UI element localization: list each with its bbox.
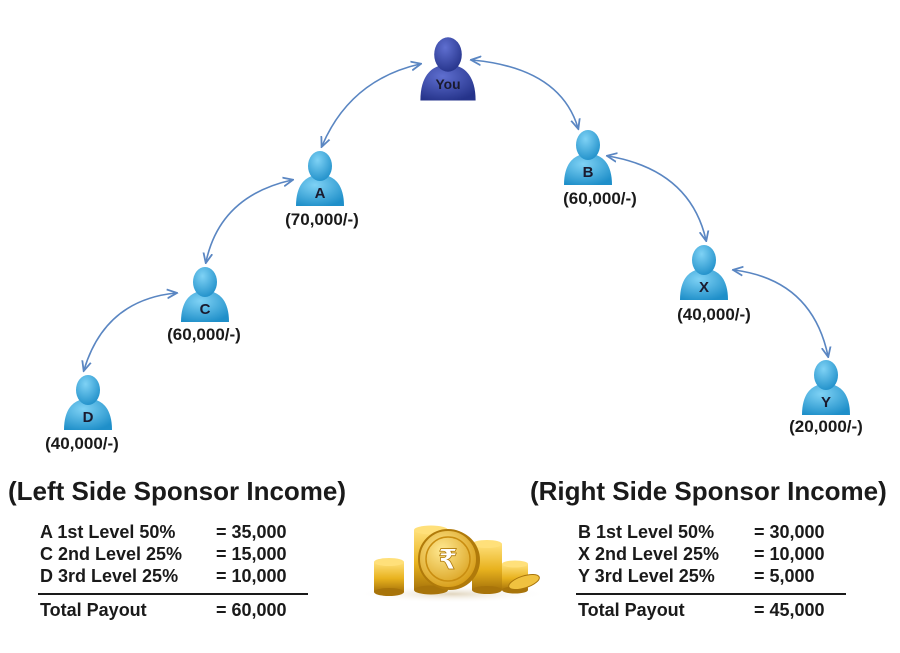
level-label: Y 3rd Level 25% bbox=[578, 566, 715, 586]
table-row: D 3rd Level 25% = 10,000 bbox=[40, 565, 320, 587]
edge-you-a bbox=[322, 64, 420, 146]
person-icon-body bbox=[181, 292, 229, 322]
node-a: A bbox=[296, 151, 344, 206]
level-value: = 10,000 bbox=[216, 566, 287, 586]
node-label: Y bbox=[821, 394, 831, 411]
node-label: B bbox=[583, 164, 594, 181]
person-icon-body bbox=[680, 270, 728, 300]
node-amount: (60,000/-) bbox=[563, 189, 637, 208]
person-icon-body bbox=[802, 385, 850, 415]
level-label: X 2nd Level 25% bbox=[578, 544, 720, 564]
total-label: Total Payout bbox=[40, 600, 147, 620]
level-value: = 5,000 bbox=[754, 566, 815, 586]
table-row: X 2nd Level 25% = 10,000 bbox=[578, 543, 858, 565]
table-row: Y 3rd Level 25% = 5,000 bbox=[578, 565, 858, 587]
level-label: C 2nd Level 25% bbox=[40, 544, 183, 564]
person-icon-head bbox=[692, 245, 716, 275]
total-value: = 45,000 bbox=[754, 600, 825, 620]
left-income-table: A 1st Level 50% = 35,000 C 2nd Level 25%… bbox=[38, 521, 320, 621]
node-x: X bbox=[680, 245, 728, 300]
person-icon-head bbox=[576, 130, 600, 160]
level-label: A 1st Level 50% bbox=[40, 522, 176, 542]
right-income-title: (Right Side Sponsor Income) bbox=[530, 476, 887, 506]
rupee-coins-image: ₹ bbox=[357, 525, 547, 603]
person-icon-body bbox=[64, 400, 112, 430]
total-rule bbox=[576, 593, 846, 595]
rupee-icon: ₹ bbox=[438, 543, 457, 576]
edge-a-c bbox=[206, 180, 292, 262]
level-value: = 35,000 bbox=[216, 522, 287, 542]
edge-x-y bbox=[734, 270, 828, 356]
left-income-title: (Left Side Sponsor Income) bbox=[8, 476, 347, 506]
node-label: C bbox=[200, 301, 211, 318]
total-row: Total Payout = 60,000 bbox=[40, 599, 320, 621]
node-y: Y bbox=[802, 360, 850, 415]
person-icon-body bbox=[564, 155, 612, 185]
edge-c-d bbox=[84, 293, 176, 370]
person-icon-head bbox=[434, 37, 462, 72]
node-amount: (60,000/-) bbox=[167, 325, 241, 344]
node-amount: (40,000/-) bbox=[677, 305, 751, 324]
table-row: B 1st Level 50% = 30,000 bbox=[578, 521, 858, 543]
level-value: = 10,000 bbox=[754, 544, 825, 564]
person-icon-head bbox=[76, 375, 100, 405]
node-label: You bbox=[435, 77, 460, 92]
total-label: Total Payout bbox=[578, 600, 685, 620]
level-value: = 15,000 bbox=[216, 544, 287, 564]
table-row: C 2nd Level 25% = 15,000 bbox=[40, 543, 320, 565]
level-value: = 30,000 bbox=[754, 522, 825, 542]
node-amount: (70,000/-) bbox=[285, 210, 359, 229]
node-label: A bbox=[315, 185, 326, 202]
person-icon-body bbox=[296, 176, 344, 206]
node-b: B bbox=[564, 130, 612, 185]
person-icon-head bbox=[814, 360, 838, 390]
node-d: D bbox=[64, 375, 112, 430]
edge-b-x bbox=[608, 156, 706, 240]
total-value: = 60,000 bbox=[216, 600, 287, 620]
total-rule bbox=[38, 593, 308, 595]
person-icon-body bbox=[420, 66, 476, 101]
level-label: B 1st Level 50% bbox=[578, 522, 715, 542]
node-label: X bbox=[699, 279, 709, 296]
level-label: D 3rd Level 25% bbox=[40, 566, 179, 586]
table-row: A 1st Level 50% = 35,000 bbox=[40, 521, 320, 543]
node-label: D bbox=[83, 409, 94, 426]
node-amount: (20,000/-) bbox=[789, 417, 863, 436]
node-c: C bbox=[181, 267, 229, 322]
edge-you-b bbox=[472, 60, 578, 128]
person-icon-head bbox=[193, 267, 217, 297]
node-amount: (40,000/-) bbox=[45, 434, 119, 453]
total-row: Total Payout = 45,000 bbox=[578, 599, 858, 621]
node-you: You bbox=[420, 37, 476, 101]
right-income-table: B 1st Level 50% = 30,000 X 2nd Level 25%… bbox=[576, 521, 858, 621]
person-icon-head bbox=[308, 151, 332, 181]
